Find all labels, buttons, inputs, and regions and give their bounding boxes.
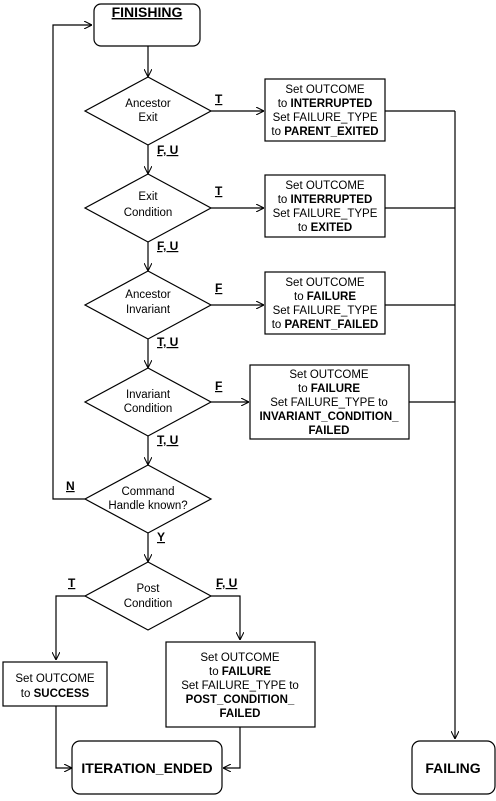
svg-text:Set FAILURE_TYPE to: Set FAILURE_TYPE to [181, 680, 299, 692]
svg-text:Command: Command [121, 486, 174, 498]
svg-text:INVARIANT_CONDITION_: INVARIANT_CONDITION_ [259, 411, 399, 423]
svg-text:FAILED: FAILED [220, 708, 261, 720]
edge-label-command-handle-no: N [66, 479, 75, 493]
svg-text:Condition: Condition [124, 403, 173, 415]
svg-text:Condition: Condition [124, 207, 173, 219]
svg-text:to PARENT_EXITED: to PARENT_EXITED [271, 126, 378, 138]
state-finishing-label: FINISHING [112, 4, 183, 20]
svg-text:Set FAILURE_TYPE: Set FAILURE_TYPE [273, 305, 378, 317]
svg-text:Invariant: Invariant [126, 389, 171, 401]
svg-text:Invariant: Invariant [126, 304, 171, 316]
edge-label-ancestor-invariant-true: T, U [157, 335, 178, 349]
decision-ancestor-invariant: Ancestor Invariant [83, 270, 213, 340]
svg-text:Set OUTCOME: Set OUTCOME [285, 277, 365, 289]
decision-post-condition: Post Condition [83, 561, 213, 631]
edge-failure-post-to-iteration-ended [223, 727, 241, 768]
connectors [53, 25, 455, 768]
action-failure-invariant-condition-failed: Set OUTCOME to FAILURE Set FAILURE_TYPE … [249, 364, 410, 440]
svg-text:Condition: Condition [124, 598, 173, 610]
edge-post-condition-false [211, 595, 240, 640]
svg-text:FAILED: FAILED [309, 425, 350, 437]
svg-text:to SUCCESS: to SUCCESS [21, 688, 90, 700]
edge-label-post-condition-true: T [68, 576, 76, 590]
edge-label-exit-condition-true: T [215, 184, 223, 198]
svg-text:Exit: Exit [138, 112, 158, 124]
decision-exit-condition: Exit Condition [83, 173, 213, 243]
edge-label-ancestor-exit-true: T [215, 92, 223, 106]
svg-text:to PARENT_FAILED: to PARENT_FAILED [272, 319, 379, 331]
svg-text:to INTERRUPTED: to INTERRUPTED [278, 194, 373, 206]
edge-success-to-iteration-ended [55, 706, 72, 768]
edge-command-handle-loop [52, 25, 92, 500]
svg-text:Post: Post [136, 583, 160, 595]
svg-text:to FAILURE: to FAILURE [294, 291, 356, 303]
svg-text:Set FAILURE_TYPE: Set FAILURE_TYPE [273, 208, 378, 220]
action-interrupted-exited: Set OUTCOME to INTERRUPTED Set FAILURE_T… [264, 174, 386, 238]
svg-text:Set OUTCOME: Set OUTCOME [285, 84, 365, 96]
action-interrupted-parent-exited: Set OUTCOME to INTERRUPTED Set FAILURE_T… [264, 78, 386, 142]
edge-label-post-condition-false: F, U [216, 576, 237, 590]
edge-label-ancestor-exit-false: F, U [157, 143, 178, 157]
edge-label-command-handle-yes: Y [157, 530, 165, 544]
action-failure-post-condition-failed: Set OUTCOME to FAILURE Set FAILURE_TYPE … [165, 641, 316, 728]
svg-text:Set OUTCOME: Set OUTCOME [200, 652, 280, 664]
state-iteration-ended: ITERATION_ENDED [71, 740, 223, 795]
state-failing: FAILING [411, 740, 496, 795]
edge-post-condition-true [56, 595, 85, 660]
svg-text:POST_CONDITION_: POST_CONDITION_ [186, 694, 295, 706]
edge-label-invariant-condition-false: F [215, 379, 222, 393]
edge-label-ancestor-invariant-false: F [215, 281, 222, 295]
svg-text:Ancestor: Ancestor [125, 289, 171, 301]
svg-text:Set FAILURE_TYPE: Set FAILURE_TYPE [273, 112, 378, 124]
action-success: Set OUTCOME to SUCCESS [2, 661, 108, 707]
decision-command-handle: Command Handle known? [83, 464, 213, 534]
state-iteration-ended-label: ITERATION_ENDED [81, 760, 212, 776]
svg-text:Set OUTCOME: Set OUTCOME [289, 369, 369, 381]
svg-text:to INTERRUPTED: to INTERRUPTED [278, 98, 373, 110]
decision-ancestor-exit: Ancestor Exit [83, 76, 213, 146]
svg-text:Set OUTCOME: Set OUTCOME [15, 673, 95, 685]
svg-text:Set OUTCOME: Set OUTCOME [285, 180, 365, 192]
svg-text:Set FAILURE_TYPE to: Set FAILURE_TYPE to [270, 397, 388, 409]
edge-labels: T F, U T F, U F T, U F T, U N Y T F, U [66, 92, 237, 590]
state-finishing: FINISHING [93, 3, 201, 47]
svg-text:to EXITED: to EXITED [298, 222, 352, 234]
edge-label-invariant-condition-true: T, U [157, 433, 178, 447]
action-failure-parent-failed: Set OUTCOME to FAILURE Set FAILURE_TYPE … [264, 271, 386, 335]
svg-text:Ancestor: Ancestor [125, 98, 171, 110]
svg-text:to FAILURE: to FAILURE [298, 383, 360, 395]
edge-label-exit-condition-false: F, U [157, 239, 178, 253]
svg-text:to FAILURE: to FAILURE [209, 666, 271, 678]
svg-text:Exit: Exit [138, 191, 158, 203]
svg-text:Handle known?: Handle known? [108, 500, 187, 512]
decision-invariant-condition: Invariant Condition [83, 367, 213, 437]
state-failing-label: FAILING [425, 760, 480, 776]
